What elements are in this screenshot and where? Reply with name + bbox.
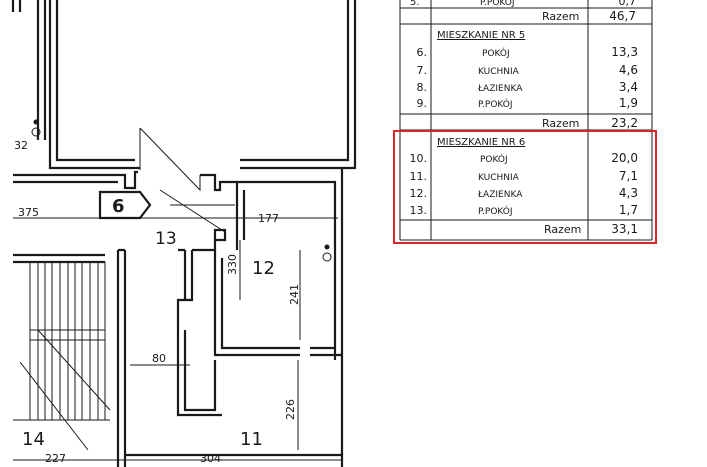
row-10-area: 20,0 <box>611 151 638 165</box>
row-13-no: 13. <box>410 204 428 217</box>
row-7-name: KUCHNIA <box>478 67 520 77</box>
row-9-name: P.POKÓJ <box>478 98 513 110</box>
top-row-number: 5. <box>410 0 420 8</box>
room-12-label: 12 <box>252 258 275 279</box>
highlight-box <box>393 130 657 244</box>
row-11-no: 11. <box>410 170 428 183</box>
section-6-title: MIESZKANIE NR 6 <box>437 137 525 148</box>
row-9-no: 9. <box>417 97 428 110</box>
row-13-area: 1,7 <box>619 203 638 217</box>
room-14-label: 14 <box>22 429 45 450</box>
row-10-name: POKÓJ <box>480 153 508 165</box>
razem-prev-label: Razem <box>542 10 579 23</box>
razem-6-value: 33,1 <box>611 222 638 236</box>
row-8-no: 8. <box>417 81 428 94</box>
row-6-area: 13,3 <box>611 45 638 59</box>
dim-227: 227 <box>45 452 66 465</box>
dim-330: 330 <box>226 254 239 275</box>
row-9-area: 1,9 <box>619 96 638 110</box>
dim-375: 375 <box>18 206 39 219</box>
dim-177: 177 <box>258 212 279 225</box>
dim-241: 241 <box>288 284 301 305</box>
row-12-area: 4,3 <box>619 186 638 200</box>
row-6-no: 6. <box>417 46 428 59</box>
dim-32: 32 <box>14 139 28 152</box>
row-6-name: POKÓJ <box>482 47 510 59</box>
row-11-area: 7,1 <box>619 169 638 183</box>
room-13-label: 13 <box>155 229 177 249</box>
razem-prev-value: 46,7 <box>609 9 636 23</box>
dim-304: 304 <box>200 452 221 465</box>
razem-5-value: 23,2 <box>611 116 638 130</box>
row-7-area: 4,6 <box>619 63 638 77</box>
row-8-area: 3,4 <box>619 80 638 94</box>
row-13-name: P.POKÓJ <box>478 205 513 217</box>
dim-80: 80 <box>152 352 166 365</box>
row-8-name: ŁAZIENKA <box>477 84 523 94</box>
top-row-area: 0,7 <box>619 0 637 8</box>
row-7-no: 7. <box>417 64 428 77</box>
row-10-no: 10. <box>410 152 428 165</box>
top-row-name: P.POKÓJ <box>480 0 515 8</box>
dim-226: 226 <box>284 399 297 420</box>
razem-6-label: Razem <box>544 223 581 236</box>
row-12-no: 12. <box>410 187 428 200</box>
row-12-name: ŁAZIENKA <box>477 190 523 200</box>
row-11-name: KUCHNIA <box>478 173 520 183</box>
razem-5-label: Razem <box>542 117 579 130</box>
plan-walls <box>11 0 357 467</box>
room-labels: 6 13 12 14 11 <box>22 196 275 450</box>
section-5-title: MIESZKANIE NR 5 <box>437 30 525 41</box>
area-table: 5. P.POKÓJ 0,7 Razem 46,7 MIESZKANIE NR … <box>399 0 653 241</box>
room-6-marker-label: 6 <box>112 196 125 217</box>
dimension-labels: 32 375 177 330 241 80 226 227 304 <box>14 139 301 465</box>
room-11-label: 11 <box>240 429 263 450</box>
